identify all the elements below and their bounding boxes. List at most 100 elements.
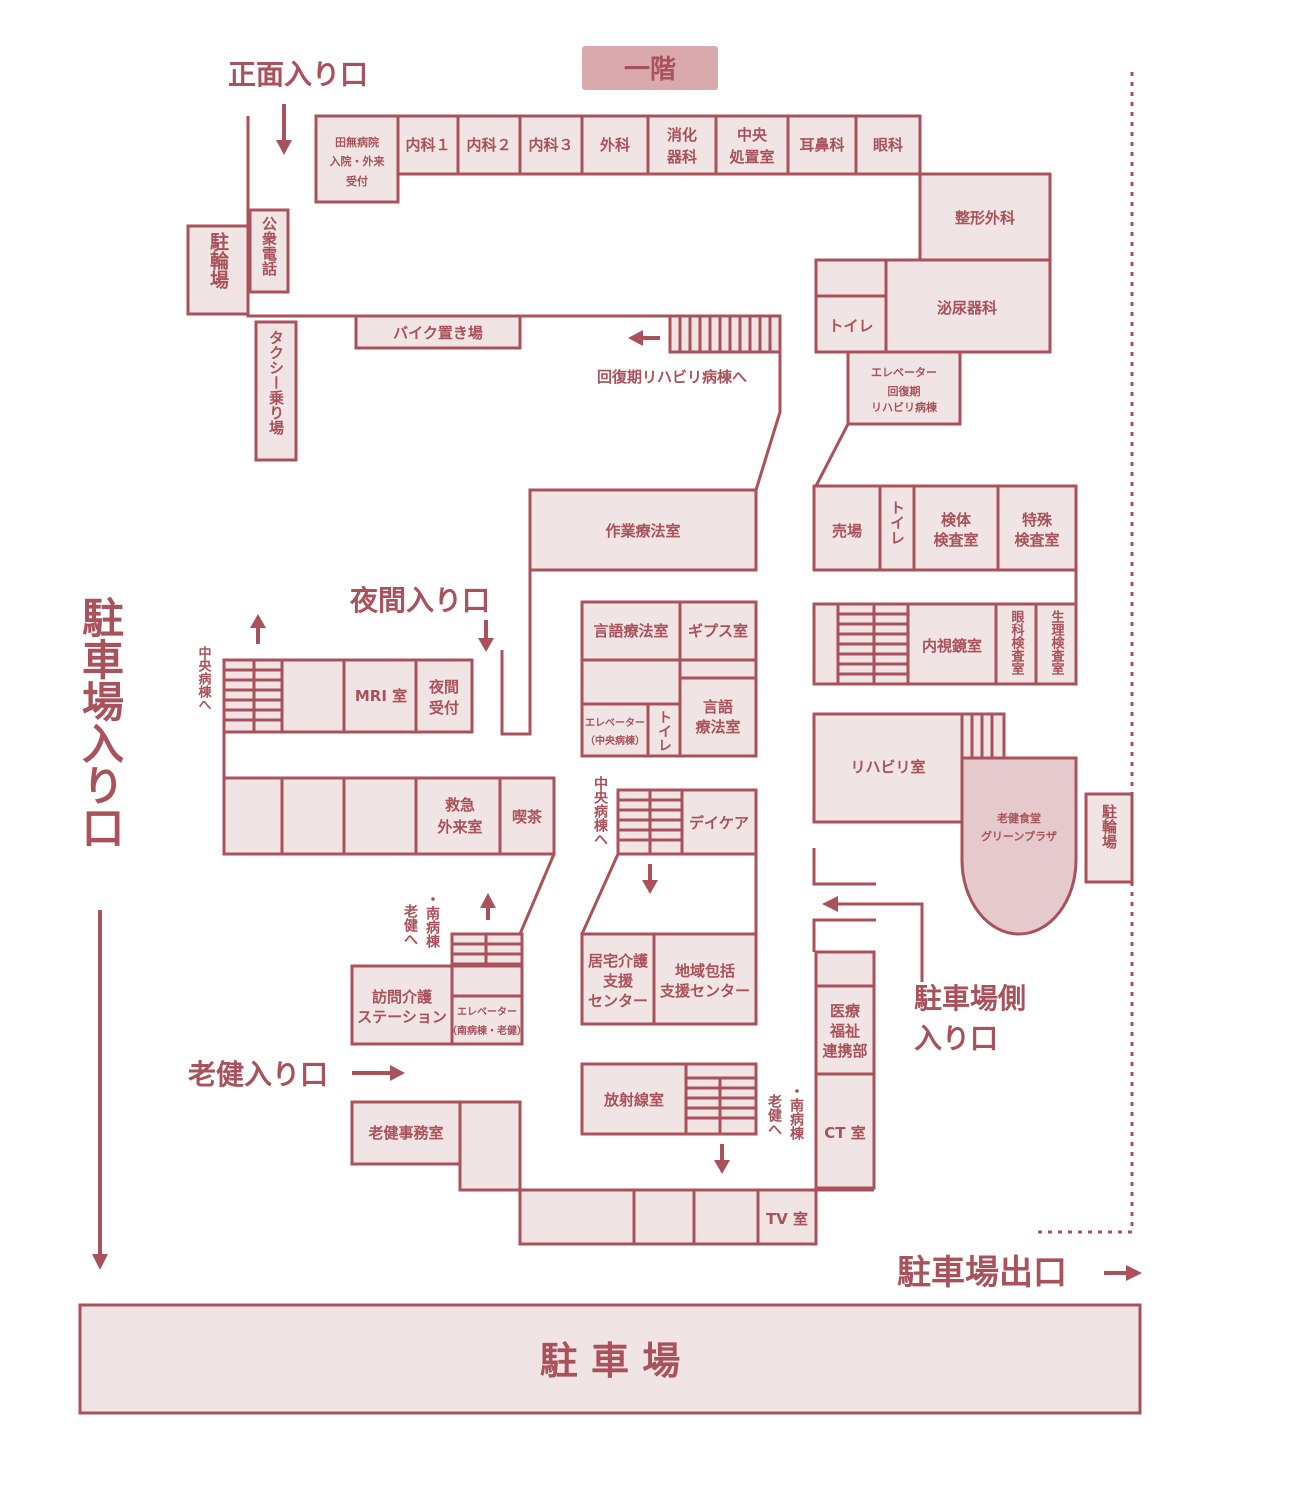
room-chuo-1: 中央 bbox=[737, 126, 768, 144]
svg-text:（中央病棟）: （中央病棟） bbox=[585, 734, 645, 747]
main-entrance-label: 正面入り口 bbox=[228, 58, 368, 91]
room-daycare: デイケア bbox=[689, 814, 749, 832]
room-reception-label-1: 田無病院 bbox=[335, 135, 379, 149]
elevator-minami: エレベーター bbox=[457, 1006, 517, 1018]
svg-text:リハビリ室: リハビリ室 bbox=[850, 758, 925, 776]
room-naika3: 内科３ bbox=[528, 136, 573, 154]
room-kyotaku-2: 支援 bbox=[602, 972, 634, 990]
block-kyotaku bbox=[580, 932, 758, 1026]
room-mri: MRI 室 bbox=[355, 687, 407, 705]
taxi-stand bbox=[254, 320, 298, 462]
room-kyukyu-2: 外来室 bbox=[436, 818, 482, 836]
room-iryo-2: 福祉 bbox=[829, 1022, 860, 1040]
floor-label-box bbox=[582, 46, 718, 90]
svg-text:回復期: 回復期 bbox=[888, 384, 921, 398]
room-homon-1: 訪問介護 bbox=[372, 988, 433, 1006]
block-hinyo bbox=[814, 258, 1052, 354]
room-hoshasen: 放射線室 bbox=[603, 1091, 664, 1109]
svg-text:グリーンプラザ: グリーンプラザ bbox=[981, 829, 1057, 843]
bike-parking bbox=[354, 314, 522, 350]
room-toilet-top: トイレ bbox=[828, 317, 873, 335]
stairs-shokudo bbox=[960, 712, 1006, 760]
room-ct: CT 室 bbox=[824, 1124, 865, 1142]
svg-text:特殊: 特殊 bbox=[1022, 511, 1053, 529]
room-yakan-2: 受付 bbox=[429, 699, 459, 717]
room-churin-left bbox=[186, 224, 250, 316]
floor-label: 一階 bbox=[624, 55, 676, 85]
room-naishi: 内視鏡室 bbox=[922, 637, 982, 655]
parking-lot-entrance-label: 駐車場入り口 bbox=[76, 596, 125, 848]
chuo-byoto-direction-center: 中央病棟へ bbox=[592, 775, 608, 846]
room-chuo-2: 処置室 bbox=[728, 148, 774, 166]
room-baiten: 売場 bbox=[832, 522, 862, 540]
svg-text:（南病棟・老健）: （南病棟・老健） bbox=[447, 1024, 527, 1037]
room-sagyo bbox=[528, 488, 758, 572]
roken-entrance-label: 老健入り口 bbox=[188, 1058, 328, 1091]
room-reception-label-2: 入院・外来 bbox=[330, 154, 386, 168]
svg-text:公衆電話: 公衆電話 bbox=[260, 216, 278, 277]
parking-lot bbox=[78, 1303, 1142, 1415]
minami-direction-left: ・南病棟 bbox=[424, 892, 440, 949]
stairs-daycare bbox=[618, 790, 682, 854]
chuo-byoto-direction-left: 中央病棟へ bbox=[196, 645, 212, 711]
room-rihabiri bbox=[812, 712, 964, 824]
room-shoka-2: 器科 bbox=[666, 148, 697, 166]
elevator-kaifuku bbox=[846, 350, 962, 426]
svg-text:検査室: 検査室 bbox=[1014, 531, 1059, 549]
room-koshu bbox=[248, 208, 290, 294]
room-churin-right bbox=[1084, 792, 1134, 884]
svg-text:検体: 検体 bbox=[941, 511, 972, 529]
parking-route bbox=[1036, 72, 1134, 1234]
room-naika2: 内科２ bbox=[466, 136, 511, 154]
room-hinyo: 泌尿器科 bbox=[937, 299, 997, 317]
room-toilet-right: トイレ bbox=[888, 500, 906, 545]
room-ganka: 眼科 bbox=[873, 136, 903, 154]
room-yakan-1: 夜間 bbox=[428, 678, 459, 696]
stairs-kaifuku bbox=[668, 314, 782, 354]
parking-side-entrance-label-2: 入り口 bbox=[914, 1022, 998, 1055]
roken-direction-left: 老健へ bbox=[402, 903, 418, 946]
room-kissa: 喫茶 bbox=[512, 808, 543, 826]
block-kyukyu bbox=[222, 776, 556, 856]
svg-text:駐輪場: 駐輪場 bbox=[1100, 803, 1118, 850]
block-daycare bbox=[616, 788, 758, 856]
room-homon-2: ステーション bbox=[357, 1008, 447, 1026]
parking-side-entrance-label-1: 駐車場側 bbox=[914, 982, 1026, 1015]
room-roken-jimu bbox=[350, 1100, 462, 1166]
block-homon bbox=[350, 964, 524, 1046]
svg-text:老健事務室: 老健事務室 bbox=[367, 1124, 443, 1142]
room-kyotaku-3: センター bbox=[588, 992, 648, 1010]
room-kyotaku-1: 居宅介護 bbox=[588, 952, 649, 970]
room-shoka-1: 消化 bbox=[667, 126, 697, 144]
room-naika1: 内科１ bbox=[405, 136, 450, 154]
block-baiten bbox=[812, 484, 1078, 572]
stairs-mri bbox=[224, 660, 282, 732]
room-ganka-kensa: 眼科検査室 bbox=[1009, 610, 1026, 676]
room-kyukyu-1: 救急 bbox=[445, 796, 475, 814]
svg-text:老健食堂: 老健食堂 bbox=[996, 811, 1041, 825]
room-shokudo bbox=[960, 756, 1078, 936]
room-iryo-3: 連携部 bbox=[822, 1042, 867, 1060]
room-jibi: 耳鼻科 bbox=[799, 136, 844, 154]
svg-text:トイレ: トイレ bbox=[656, 710, 672, 752]
room-seiri: 生理検査室 bbox=[1049, 609, 1066, 676]
main-entrance-arrowhead bbox=[276, 140, 292, 155]
minami-direction-right: ・南病棟 bbox=[788, 1084, 804, 1141]
room-chiiki-2: 支援センター bbox=[659, 982, 750, 1000]
room-gengo-a: 言語療法室 bbox=[593, 622, 668, 640]
svg-text:バイク置き場: バイク置き場 bbox=[393, 324, 483, 342]
svg-text:エレベーター: エレベーター bbox=[871, 366, 937, 379]
svg-text:作業療法室: 作業療法室 bbox=[605, 522, 680, 540]
parking-exit-label: 駐車場出口 bbox=[897, 1253, 1067, 1293]
svg-text:リハビリ病棟: リハビリ病棟 bbox=[871, 400, 938, 414]
parking-lot-label: 駐 車 場 bbox=[540, 1339, 680, 1383]
room-geka: 外科 bbox=[599, 136, 630, 154]
roken-direction-right: 老健へ bbox=[766, 1093, 782, 1136]
top-row bbox=[396, 114, 922, 176]
room-reception-label-3: 受付 bbox=[346, 174, 368, 188]
svg-text:駐輪場: 駐輪場 bbox=[207, 231, 229, 290]
room-chiiki-1: 地域包括 bbox=[675, 962, 735, 980]
elevator-chuo: エレベーター bbox=[585, 717, 645, 729]
corridor-line bbox=[814, 423, 850, 487]
